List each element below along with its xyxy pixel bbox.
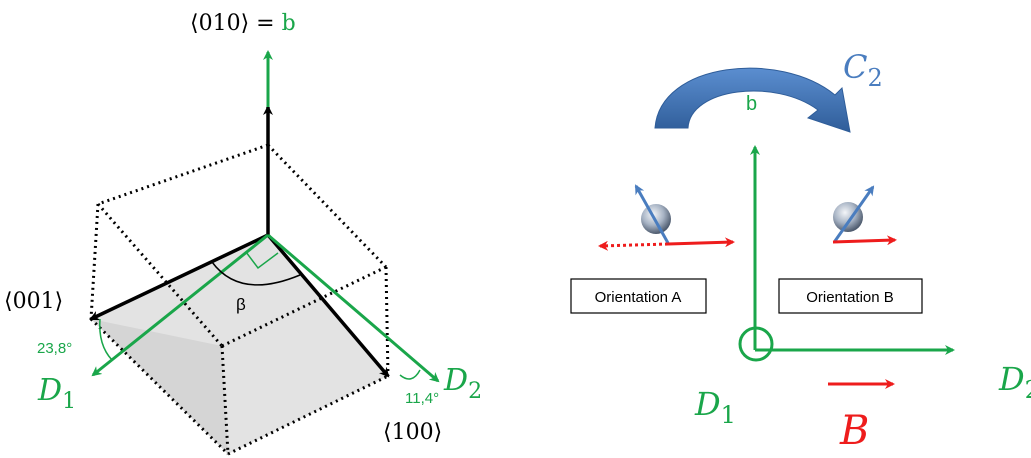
crystal-dotted-edges (89, 143, 390, 456)
axis-100-line (266, 233, 390, 378)
field-arrow-a-solid (667, 237, 735, 248)
c2-label: C2 (843, 48, 883, 92)
d1-angle-arc (99, 318, 113, 361)
d1-axis-green (91, 233, 269, 377)
d1-angle-label: 23,8° (37, 340, 72, 357)
axis-010-label: ⟨010⟩ = b (190, 11, 296, 36)
field-arrow-a-dotted (598, 240, 669, 251)
field-b-label: B (839, 408, 869, 454)
orientation-b-label: Orientation B (806, 289, 894, 306)
field-arrow-b (832, 235, 897, 246)
d2-angle-arc (399, 369, 421, 380)
d1-label-right: D1 (694, 385, 736, 429)
d1-axis-out-of-plane (738, 326, 774, 362)
axis-100-label: ⟨100⟩ (383, 420, 442, 445)
beta-angle-arc (211, 261, 301, 286)
crystal-axes-diagram: ⟨010⟩ = b ⟨001⟩ ⟨100⟩ β 23,8° 11,4° D1 D… (4, 11, 482, 456)
axis-001-line (89, 233, 269, 321)
right-angle-mark (245, 251, 279, 270)
orientation-a-box: Orientation A (570, 278, 707, 314)
b-axis-label: b (746, 93, 757, 115)
orientation-a-label: Orientation A (595, 289, 682, 306)
c2-rotation-arrow (654, 67, 851, 133)
dipole-arrow-b (833, 185, 875, 242)
orientation-diagram: C2 b Orientation A Orientation B B D1 (570, 48, 1031, 454)
beta-label: β (236, 295, 246, 314)
d2-angle-label: 11,4° (405, 390, 439, 407)
dipole-arrow-a (634, 184, 670, 244)
d2-label-right: D2 (998, 360, 1031, 404)
axis-001-label: ⟨001⟩ (4, 289, 63, 314)
axis-010-b-label: b (282, 11, 296, 36)
d2-label-left: D2 (443, 363, 482, 404)
d2-axis-green (267, 233, 440, 383)
d1-label-left: D1 (37, 373, 76, 414)
orientation-b-box: Orientation B (778, 278, 923, 314)
